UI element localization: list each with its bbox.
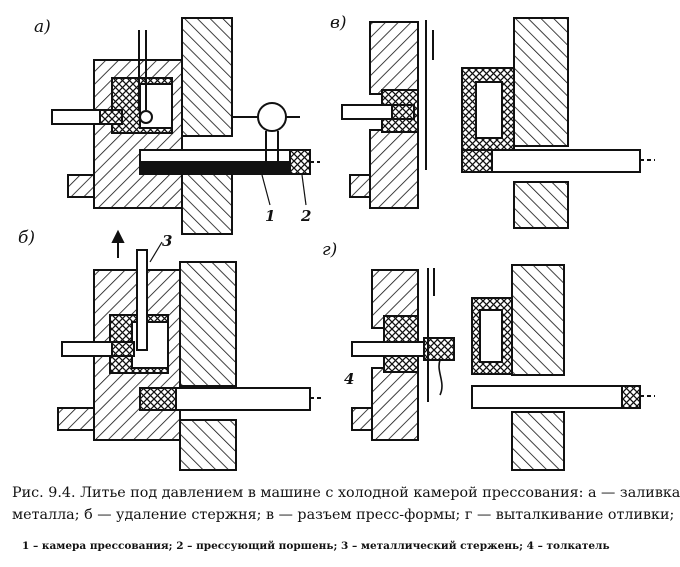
part-number-3: 3 [162, 232, 172, 250]
panel-label-b: б) [18, 228, 35, 248]
panel-b-drawing [57, 229, 322, 471]
caption-line-1: Рис. 9.4. Литье под давлением в машине с… [12, 485, 680, 501]
figure-caption: Рис. 9.4. Литье под давлением в машине с… [12, 482, 680, 526]
part-number-4: 4 [344, 370, 354, 388]
panel-g-drawing [351, 264, 655, 471]
panel-label-g: г) [322, 240, 337, 260]
part-number-1: 1 [265, 207, 275, 225]
panel-label-v: в) [330, 13, 347, 33]
panel-label-a: а) [34, 17, 51, 37]
figure-legend: 1 – камера прессования; 2 – прессующий п… [22, 540, 610, 552]
part-number-2: 2 [300, 207, 311, 225]
panel-v-drawing [341, 17, 655, 229]
caption-line-2: металла; б — удаление стержня; в — разъе… [12, 507, 675, 523]
panel-a-drawing [51, 17, 320, 235]
die-casting-diagram: а) в) б) г) 1 2 3 4 [18, 13, 655, 471]
